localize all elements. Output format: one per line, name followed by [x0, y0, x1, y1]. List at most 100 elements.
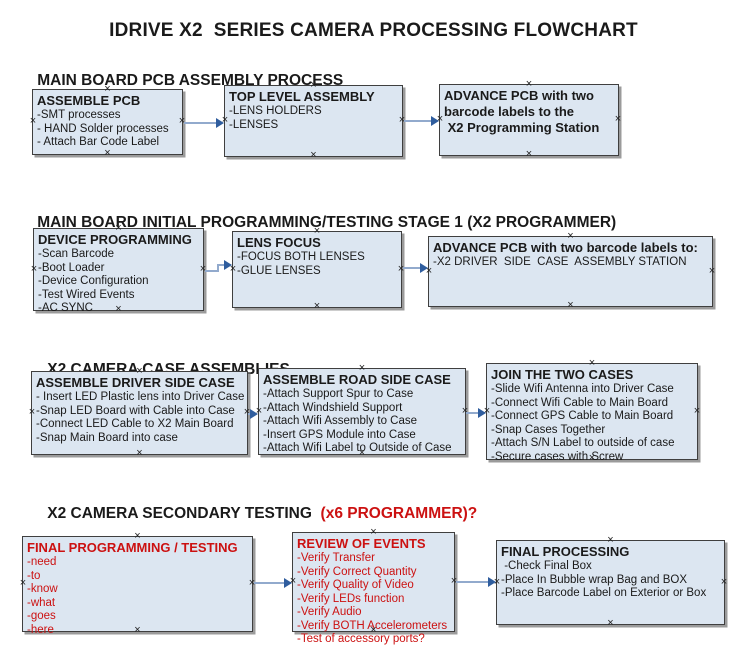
connector-handle-icon[interactable]: ×	[310, 148, 317, 161]
box-item: -Verify LEDs function	[297, 592, 405, 605]
connector-handle-icon[interactable]: ×	[134, 623, 141, 636]
box-items: -Slide Wifi Antenna into Driver Case-Con…	[487, 383, 697, 464]
box-item: -Connect GPS Cable to Main Board	[491, 410, 674, 422]
arrow-connector[interactable]	[403, 262, 428, 274]
flow-box-final-processing[interactable]: FINAL PROCESSING -Check Final Box-Place …	[493, 534, 728, 628]
connector-handle-icon[interactable]: ×	[313, 299, 321, 312]
flow-box-review-of-events[interactable]: REVIEW OF EVENTS -Verify Transfer-Verify…	[289, 526, 458, 645]
connector-handle-icon[interactable]: ×	[28, 405, 36, 418]
box-title: TOP LEVEL ASSEMBLY	[229, 89, 375, 104]
connector-handle-icon[interactable]: ×	[525, 77, 533, 90]
flow-box-assemble-road-side-case[interactable]: ASSEMBLE ROAD SIDE CASE -Attach Support …	[255, 362, 469, 458]
box-item: -Attach Support Spur to Case	[263, 388, 414, 400]
flow-box-final-programming-testing[interactable]: FINAL PROGRAMMING / TESTING -need-to-kno…	[19, 530, 256, 635]
connector-handle-icon[interactable]: ×	[614, 112, 622, 125]
connector-handle-icon[interactable]: ×	[398, 113, 406, 126]
connector-handle-icon[interactable]: ×	[136, 446, 143, 459]
connector-handle-icon[interactable]: ×	[358, 446, 366, 459]
connector-handle-icon[interactable]: ×	[313, 224, 321, 237]
box-items: -X2 DRIVER SIDE CASE ASSEMBLY STATION	[429, 256, 712, 270]
arrow-connector[interactable]	[466, 407, 486, 419]
flow-box-top-level-assembly[interactable]: TOP LEVEL ASSEMBLY -LENS HOLDERS-LENSES …	[221, 79, 406, 160]
box-item: X2 Programming Station	[444, 119, 600, 135]
connector-handle-icon[interactable]: ×	[588, 356, 596, 369]
box-items: -Scan Barcode-Boot Loader-Device Configu…	[34, 248, 203, 316]
box-item: barcode labels to the	[444, 104, 575, 119]
connector-handle-icon[interactable]: ×	[229, 262, 237, 275]
connector-handle-icon[interactable]: ×	[136, 364, 143, 377]
connector-handle-icon[interactable]: ×	[708, 264, 716, 277]
arrow-connector[interactable]	[184, 117, 224, 129]
connector-handle-icon[interactable]: ×	[567, 229, 574, 242]
box-title: FINAL PROGRAMMING / TESTING	[27, 540, 238, 555]
flow-box-advance-pcb-driver-side-station[interactable]: ADVANCE PCB with two barcode labels to: …	[425, 230, 716, 310]
box-title: ADVANCE PCB with two barcode labels to:	[433, 240, 698, 255]
flow-box-device-programming[interactable]: DEVICE PROGRAMMING -Scan Barcode-Boot Lo…	[30, 222, 207, 314]
connector-handle-icon[interactable]: ×	[370, 623, 377, 636]
connector-handle-icon[interactable]: ×	[370, 525, 377, 538]
connector-handle-icon[interactable]: ×	[115, 221, 122, 234]
connector-handle-icon[interactable]: ×	[436, 112, 444, 125]
box-items: -SMT processes- HAND Solder processes- A…	[33, 109, 182, 150]
connector-handle-icon[interactable]: ×	[310, 78, 317, 91]
connector-handle-icon[interactable]: ×	[30, 262, 38, 275]
connector-handle-icon[interactable]: ×	[493, 575, 501, 588]
connector-handle-icon[interactable]: ×	[115, 302, 122, 315]
connector-handle-icon[interactable]: ×	[19, 576, 27, 589]
connector-handle-icon[interactable]: ×	[461, 404, 469, 417]
connector-handle-icon[interactable]: ×	[104, 82, 111, 95]
box-items: -LENS HOLDERS-LENSES	[225, 105, 402, 132]
arrow-connector[interactable]	[248, 408, 258, 420]
flow-box-join-the-two-cases[interactable]: JOIN THE TWO CASES -Slide Wifi Antenna i…	[483, 357, 701, 463]
connector-handle-icon[interactable]: ×	[358, 361, 366, 374]
connector-handle-icon[interactable]: ×	[425, 264, 433, 277]
connector-handle-icon[interactable]: ×	[450, 574, 458, 587]
box-items: - Insert LED Plastic lens into Driver Ca…	[32, 391, 247, 445]
connector-handle-icon[interactable]: ×	[483, 404, 491, 417]
connector-handle-icon[interactable]: ×	[243, 405, 251, 418]
box-item: -Snap Cases Together	[491, 423, 606, 436]
box-item: -LENSES	[229, 118, 279, 131]
connector-handle-icon[interactable]: ×	[104, 146, 111, 159]
connector-handle-icon[interactable]: ×	[199, 262, 207, 275]
connector-handle-icon[interactable]: ×	[248, 576, 256, 589]
page-title: IDRIVE X2 SERIES CAMERA PROCESSING FLOWC…	[109, 20, 638, 41]
box-title: ASSEMBLE PCB	[37, 93, 141, 108]
box-title: ASSEMBLE DRIVER SIDE CASE	[36, 375, 235, 390]
box-title: ASSEMBLE ROAD SIDE CASE	[263, 372, 451, 387]
arrow-connector[interactable]	[205, 258, 232, 274]
connector-handle-icon[interactable]: ×	[607, 616, 614, 629]
connector-handle-icon[interactable]: ×	[134, 529, 141, 542]
arrow-connector[interactable]	[254, 577, 292, 589]
flow-box-assemble-pcb[interactable]: ASSEMBLE PCB -SMT processes- HAND Solder…	[29, 83, 186, 158]
connector-handle-icon[interactable]: ×	[397, 262, 405, 275]
connector-handle-icon[interactable]: ×	[525, 147, 533, 160]
connector-handle-icon[interactable]: ×	[178, 114, 186, 127]
box-item: -Boot Loader	[38, 261, 105, 274]
connector-handle-icon[interactable]: ×	[693, 404, 701, 417]
box-item: -Attach Wifi Assembly to Case	[263, 415, 418, 427]
arrow-connector[interactable]	[404, 115, 439, 127]
section-heading-pcb-assembly: MAIN BOARD PCB ASSEMBLY PROCESS	[20, 54, 343, 108]
box-item: -Device Configuration	[38, 275, 149, 287]
box-item: -Snap Main Board into case	[36, 431, 178, 444]
arrow-connector[interactable]	[456, 576, 496, 588]
connector-handle-icon[interactable]: ×	[29, 114, 37, 127]
box-item: - HAND Solder processes	[37, 122, 169, 135]
connector-handle-icon[interactable]: ×	[289, 574, 297, 587]
connector-handle-icon[interactable]: ×	[221, 113, 229, 126]
box-item: -Insert GPS Module into Case	[263, 428, 416, 441]
flow-box-assemble-driver-side-case[interactable]: ASSEMBLE DRIVER SIDE CASE - Insert LED P…	[28, 365, 251, 458]
connector-handle-icon[interactable]: ×	[720, 575, 728, 588]
connector-handle-icon[interactable]: ×	[588, 451, 596, 464]
box-item: -AC SYNC	[38, 302, 93, 314]
flow-box-advance-pcb-programming-station[interactable]: ADVANCE PCB with two barcode labels to t…	[436, 78, 622, 159]
box-item: -Place In Bubble wrap Bag and BOX	[501, 573, 688, 586]
connector-handle-icon[interactable]: ×	[607, 533, 614, 546]
box-item: -Snap LED Board with Cable into Case	[36, 404, 235, 417]
box-items: barcode labels to the X2 Programming Sta…	[440, 104, 618, 135]
connector-handle-icon[interactable]: ×	[567, 298, 574, 311]
connector-handle-icon[interactable]: ×	[255, 404, 263, 417]
flow-box-lens-focus[interactable]: LENS FOCUS -FOCUS BOTH LENSES-GLUE LENSE…	[229, 225, 405, 311]
